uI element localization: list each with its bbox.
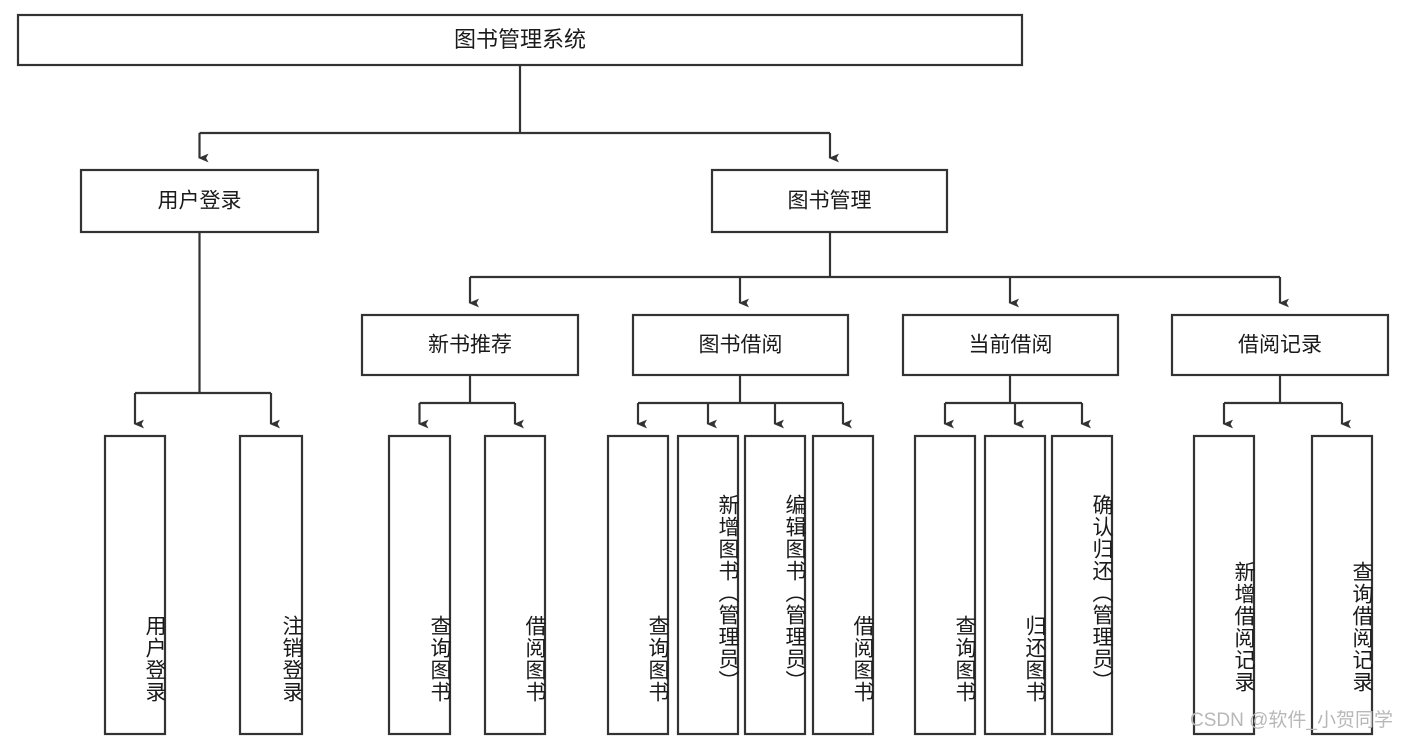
node-user-login-box[interactable]	[79, 168, 320, 234]
node-borrow-record[interactable]: 借阅记录	[1170, 313, 1390, 377]
connector-root-to-level2	[198, 65, 839, 163]
leaf-box-user-login[interactable]	[103, 434, 167, 736]
connector-borrow-record-to-leaves	[1222, 375, 1351, 429]
node-borrow-record-box[interactable]	[1170, 313, 1390, 377]
connector-book-borrow-to-leaves	[636, 375, 852, 429]
node-root[interactable]: 图书管理系统	[16, 13, 1024, 67]
node-book-manage-label: 图书管理	[788, 190, 872, 213]
leaf-box-borrow-book-rec[interactable]	[483, 434, 547, 736]
node-current-borrow-label: 当前借阅	[969, 334, 1053, 357]
node-borrow-record-label: 借阅记录	[1238, 334, 1322, 357]
leaf-box-borrow-book[interactable]	[811, 434, 875, 736]
node-book-borrow-box[interactable]	[631, 313, 850, 377]
node-user-login[interactable]: 用户登录	[79, 168, 320, 234]
leaf-box-edit-book-admin[interactable]	[743, 434, 807, 736]
leaf-box-query-book-current[interactable]	[913, 434, 977, 736]
connector-new-book-rec-to-leaves	[418, 375, 524, 429]
node-root-box[interactable]	[16, 13, 1024, 67]
node-current-borrow-box[interactable]	[901, 313, 1120, 377]
node-book-manage[interactable]: 图书管理	[710, 168, 949, 234]
node-root-label: 图书管理系统	[454, 27, 586, 52]
leaf-box-query-book-borrow[interactable]	[606, 434, 670, 736]
connector-user-login-to-leaves	[133, 232, 280, 429]
leaf-box-query-borrow-record[interactable]	[1310, 434, 1374, 736]
leaf-box-confirm-return-admin[interactable]	[1050, 434, 1114, 736]
node-new-book-recommend[interactable]: 新书推荐	[360, 313, 580, 377]
leaf-box-add-borrow-record[interactable]	[1192, 434, 1256, 736]
csdn-watermark: CSDN @软件_小贺同学	[1190, 710, 1393, 731]
leaf-box-logout[interactable]	[238, 434, 304, 736]
node-book-borrow[interactable]: 图书借阅	[631, 313, 850, 377]
connector-current-borrow-to-leaves	[943, 375, 1091, 429]
node-book-manage-box[interactable]	[710, 168, 949, 234]
connector-book-manage-to-level3	[468, 232, 1289, 308]
node-book-borrow-label: 图书借阅	[699, 334, 783, 357]
node-user-login-label: 用户登录	[158, 190, 242, 213]
leaf-box-query-book-rec[interactable]	[387, 434, 452, 736]
node-new-book-recommend-box[interactable]	[360, 313, 580, 377]
leaf-box-return-book[interactable]	[983, 434, 1047, 736]
node-new-book-recommend-label: 新书推荐	[428, 334, 512, 357]
node-current-borrow[interactable]: 当前借阅	[901, 313, 1120, 377]
leaf-box-add-book-admin[interactable]	[676, 434, 740, 736]
